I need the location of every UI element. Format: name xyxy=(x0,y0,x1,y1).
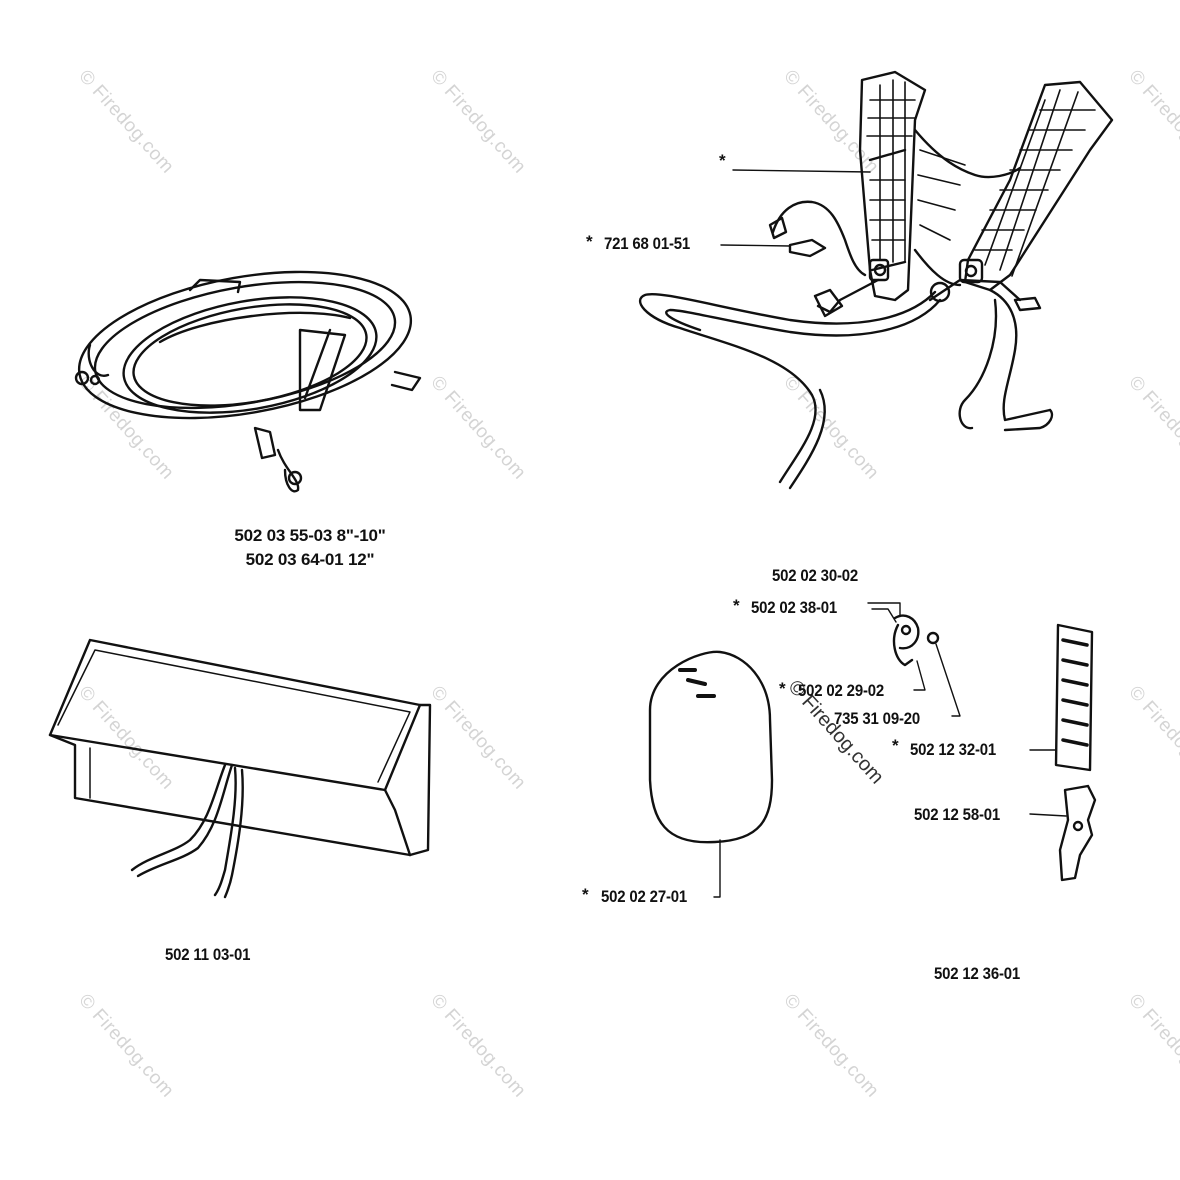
bag-part-number: 502 11 03-01 xyxy=(165,945,251,964)
small-pad-drawing xyxy=(1054,623,1094,772)
snap-hook-drawing xyxy=(892,614,940,667)
star-marker: * xyxy=(779,679,786,698)
pad-part-number: 502 12 32-01 xyxy=(910,740,997,759)
ring-guard-drawing xyxy=(74,270,422,493)
ring-guard-part-number-12in: 502 03 64-01 12" xyxy=(245,550,375,569)
ring-guard-part-number: 502 03 55-03 8"-10" xyxy=(234,526,386,545)
star-marker: * xyxy=(586,232,593,251)
bag-drawing xyxy=(48,638,432,899)
hip-pad-part-number: 502 02 27-01 xyxy=(601,887,688,906)
harness-clip-part-number: 721 68 01-51 xyxy=(604,234,691,253)
hook-part-number: 502 02 38-01 xyxy=(751,598,838,617)
harness-drawing xyxy=(638,70,1114,490)
harness-asterisk: * xyxy=(719,151,726,170)
kit-part-number: 502 12 36-01 xyxy=(934,964,1021,983)
star-marker: * xyxy=(582,885,589,904)
star-marker: * xyxy=(733,596,740,615)
star-marker: * xyxy=(892,736,899,755)
leader-lines xyxy=(713,169,1067,898)
snap-hook-part-number: 502 02 30-02 xyxy=(772,566,859,585)
hook-nut-part-number: 735 31 09-20 xyxy=(834,709,921,728)
buckle-drawing xyxy=(1058,784,1097,882)
hip-pad-drawing xyxy=(648,650,774,844)
hook-screw-part-number: 502 02 29-02 xyxy=(798,681,885,700)
buckle-part-number: 502 12 58-01 xyxy=(914,805,1001,824)
